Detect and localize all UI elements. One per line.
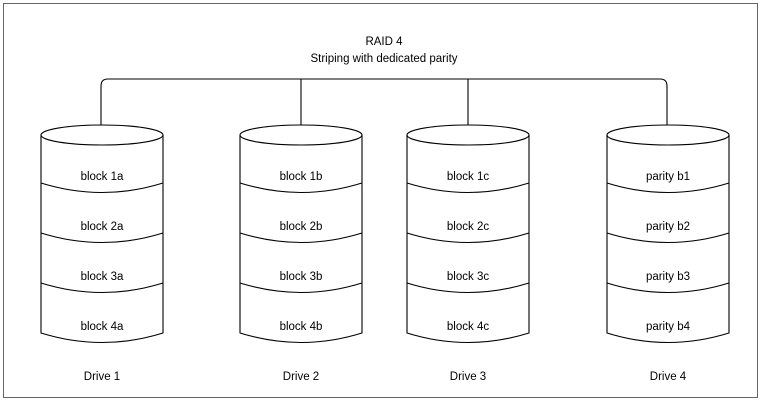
cylinder-divider-3-1 <box>406 182 530 194</box>
cylinder-divider-4-1 <box>606 182 730 194</box>
block-label: block 2a <box>81 221 124 233</box>
drive-group-4[interactable]: parity b1 parity b2 parity b3 parity b4 … <box>606 124 730 383</box>
cylinder-body-2 <box>239 134 363 344</box>
cylinder-divider-3-2 <box>406 232 530 244</box>
cylinder-top-2 <box>239 124 363 146</box>
block-label: parity b2 <box>646 221 690 233</box>
cylinder-body-1 <box>40 134 164 344</box>
cylinder-top-4 <box>606 124 730 146</box>
drive-label-3: Drive 3 <box>450 371 486 383</box>
cylinder-divider-4-3 <box>606 282 730 294</box>
block-label: block 3b <box>280 271 323 283</box>
cylinder-divider-2-1 <box>239 182 363 194</box>
cylinder-body-4 <box>606 134 730 344</box>
controller-bus-line <box>100 78 668 127</box>
block-label: parity b4 <box>646 321 691 333</box>
block-label: block 1b <box>280 171 323 183</box>
drive-group-2[interactable]: block 1b block 2b block 3b block 4b Driv… <box>239 124 363 383</box>
diagram-title: RAID 4 <box>365 36 403 48</box>
cylinder-divider-1-1 <box>40 182 164 194</box>
block-label: parity b3 <box>646 271 690 283</box>
block-label: block 2c <box>447 221 489 233</box>
block-label: block 4c <box>447 321 489 333</box>
cylinder-divider-4-2 <box>606 232 730 244</box>
block-label: block 3c <box>447 271 489 283</box>
cylinder-divider-1-2 <box>40 232 164 244</box>
cylinder-top-3 <box>406 124 530 146</box>
cylinder-divider-1-3 <box>40 282 164 294</box>
drive-group-1[interactable]: block 1a block 2a block 3a block 4a Driv… <box>40 124 164 383</box>
drive-label-1: Drive 1 <box>84 371 120 383</box>
cylinder-divider-3-3 <box>406 282 530 294</box>
block-label: block 1a <box>81 171 124 183</box>
block-label: block 4b <box>280 321 323 333</box>
cylinder-body-3 <box>406 134 530 344</box>
drive-label-4: Drive 4 <box>650 371 687 383</box>
cylinder-top-1 <box>40 124 164 146</box>
block-label: block 1c <box>447 171 489 183</box>
block-label: block 4a <box>81 321 124 333</box>
block-label: parity b1 <box>646 171 690 183</box>
cylinder-divider-2-3 <box>239 282 363 294</box>
diagram-subtitle: Striping with dedicated parity <box>310 53 457 65</box>
block-label: block 3a <box>81 271 124 283</box>
cylinder-divider-2-2 <box>239 232 363 244</box>
block-label: block 2b <box>280 221 323 233</box>
drive-label-2: Drive 2 <box>283 371 319 383</box>
drive-group-3[interactable]: block 1c block 2c block 3c block 4c Driv… <box>406 124 530 383</box>
